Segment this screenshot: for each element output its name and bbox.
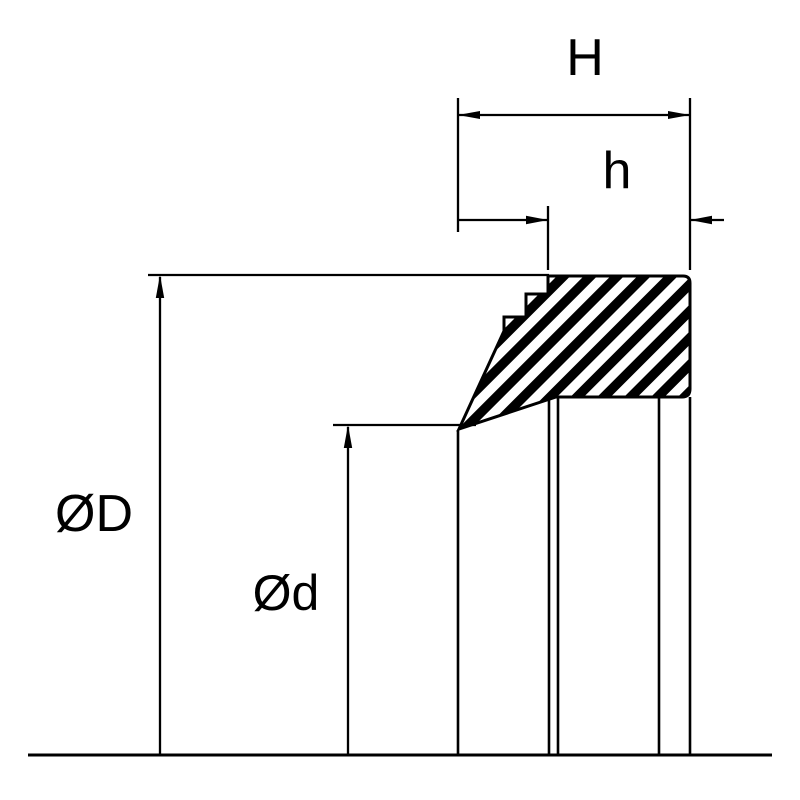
arrowhead-h-right xyxy=(690,215,712,225)
label-inner-diameter: Ød xyxy=(253,565,320,621)
arrowhead-H-right xyxy=(668,111,690,119)
arrowhead-inner-diameter xyxy=(343,425,353,448)
label-dim-h: h xyxy=(603,142,632,200)
arrowhead-h-left xyxy=(526,215,548,225)
label-outer-diameter: ØD xyxy=(55,485,133,543)
arrowhead-H-left xyxy=(458,111,480,119)
arrowhead-outer-diameter xyxy=(155,275,165,298)
seal-cross-section xyxy=(456,274,692,432)
label-dim-H: H xyxy=(566,29,604,87)
